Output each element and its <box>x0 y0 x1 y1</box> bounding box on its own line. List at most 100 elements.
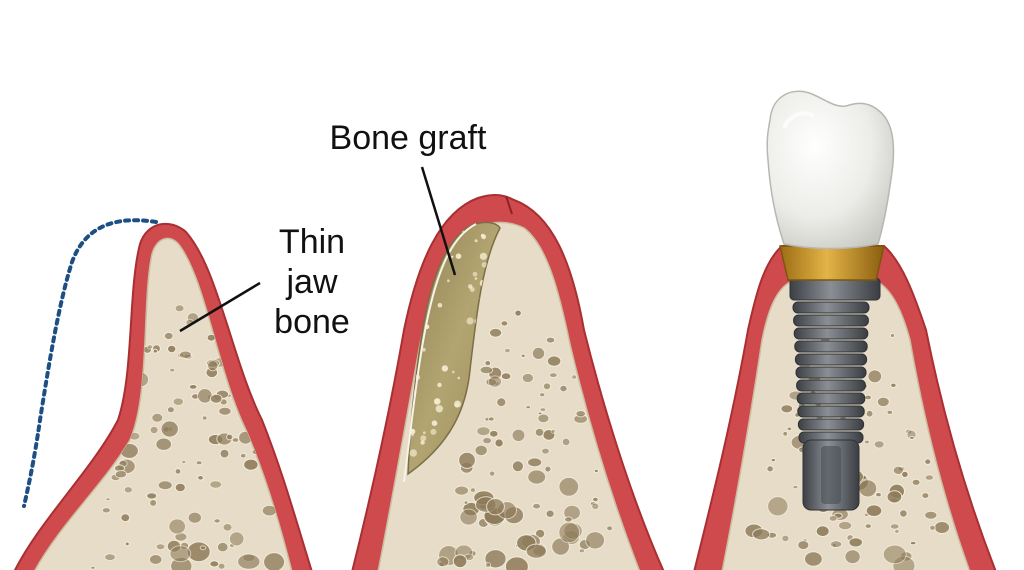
label-leader-line <box>179 281 261 333</box>
panel-bone-graft <box>351 166 665 570</box>
bone-pore <box>911 478 921 486</box>
bone-pore <box>201 415 208 421</box>
bone-pores <box>90 304 286 570</box>
graft-granule <box>457 376 461 380</box>
bone-pore <box>504 347 511 354</box>
bone-pore <box>199 545 207 551</box>
panel-dental-implant <box>693 90 997 570</box>
bone-pore <box>558 476 580 497</box>
panel-thin-jaw-bone <box>13 218 313 570</box>
bone-pore <box>797 540 810 551</box>
bone-pore <box>174 304 185 313</box>
graft-granule <box>451 255 454 258</box>
bone-pore <box>889 523 900 530</box>
bone-pore <box>828 515 838 522</box>
bone-pore <box>168 518 187 535</box>
bone-pore <box>767 496 789 517</box>
graft-granule <box>437 303 443 308</box>
label-leader-line <box>420 166 457 276</box>
tooth-crown-icon <box>766 90 895 250</box>
label-line-bone: bone <box>274 303 350 341</box>
bone-pore <box>169 367 176 373</box>
bone-pore <box>752 528 771 541</box>
bone-pore <box>226 433 234 441</box>
bone-pore <box>123 486 133 494</box>
graft-granule <box>430 428 437 435</box>
bone-pore <box>488 470 496 477</box>
bone-pore <box>174 468 182 475</box>
bone-pore <box>213 518 221 524</box>
bone-pore <box>578 548 585 554</box>
bone-pore <box>149 499 158 507</box>
bone-pore <box>151 412 164 423</box>
bone-pore <box>865 504 883 518</box>
bone-pore <box>218 406 232 416</box>
bone-pore <box>149 425 159 435</box>
graft-granule <box>435 405 443 413</box>
bone-pore <box>591 502 600 510</box>
bone-pore <box>545 336 556 344</box>
implant-abutment <box>779 245 885 281</box>
graft-granule <box>479 252 487 260</box>
bone-pore <box>104 553 116 562</box>
bone-pore <box>804 551 823 567</box>
dental-implant-icon <box>789 277 881 511</box>
graft-granule <box>441 365 449 372</box>
bone-pore <box>172 397 185 407</box>
crown-highlight <box>782 111 816 129</box>
bone-pore <box>504 556 529 570</box>
bone-pore <box>482 436 493 445</box>
bone-pore <box>209 480 223 489</box>
bone-pore <box>876 396 890 408</box>
bone-pore <box>124 541 130 547</box>
bone-pore <box>469 487 476 493</box>
bone-pore <box>864 523 872 529</box>
bone-pore <box>539 407 547 412</box>
bone-pore <box>188 384 198 390</box>
bone-pore <box>487 375 503 388</box>
implant-thread <box>794 353 868 366</box>
graft-granule <box>454 402 459 408</box>
graft-granule <box>468 284 473 289</box>
bone-pore <box>585 531 606 550</box>
implant-thread <box>793 314 869 327</box>
bone-pore <box>169 545 192 563</box>
bone-pore <box>494 438 504 448</box>
bone-pore <box>474 444 488 457</box>
graft-granule <box>466 317 474 325</box>
bone-pore <box>166 406 175 414</box>
bone-pore <box>521 372 534 384</box>
bone-pore <box>782 430 789 437</box>
bone-pore <box>484 562 492 568</box>
bone-pore <box>929 524 936 531</box>
bone-pore <box>488 327 503 338</box>
implant-thread <box>796 392 866 405</box>
bone-pore <box>263 552 286 570</box>
bone-pore <box>867 369 883 384</box>
bone-pore <box>541 447 550 455</box>
graft-granule <box>472 271 478 277</box>
bone-pore <box>875 492 882 498</box>
bone-pore <box>197 475 204 481</box>
implant-thread <box>796 379 866 392</box>
bone-pore <box>792 484 799 490</box>
bone-pore <box>550 428 556 434</box>
bone-pore <box>487 416 495 422</box>
bone-pore <box>148 554 163 565</box>
bone-pore <box>167 344 177 354</box>
bone-pore <box>882 544 907 565</box>
bone-pore <box>575 410 587 418</box>
bone-pore <box>463 500 469 505</box>
label-thin-jaw-bone: Thin jaw bone <box>258 222 366 342</box>
bone-pore <box>864 394 873 401</box>
bone-pore <box>909 435 915 440</box>
bone-pore <box>886 409 894 415</box>
graft-granule <box>474 239 478 243</box>
bone-pore <box>548 372 558 379</box>
bone-pore <box>237 553 261 570</box>
bone-pore <box>511 428 526 442</box>
graft-granule <box>408 290 411 296</box>
bone-pore <box>546 355 562 367</box>
